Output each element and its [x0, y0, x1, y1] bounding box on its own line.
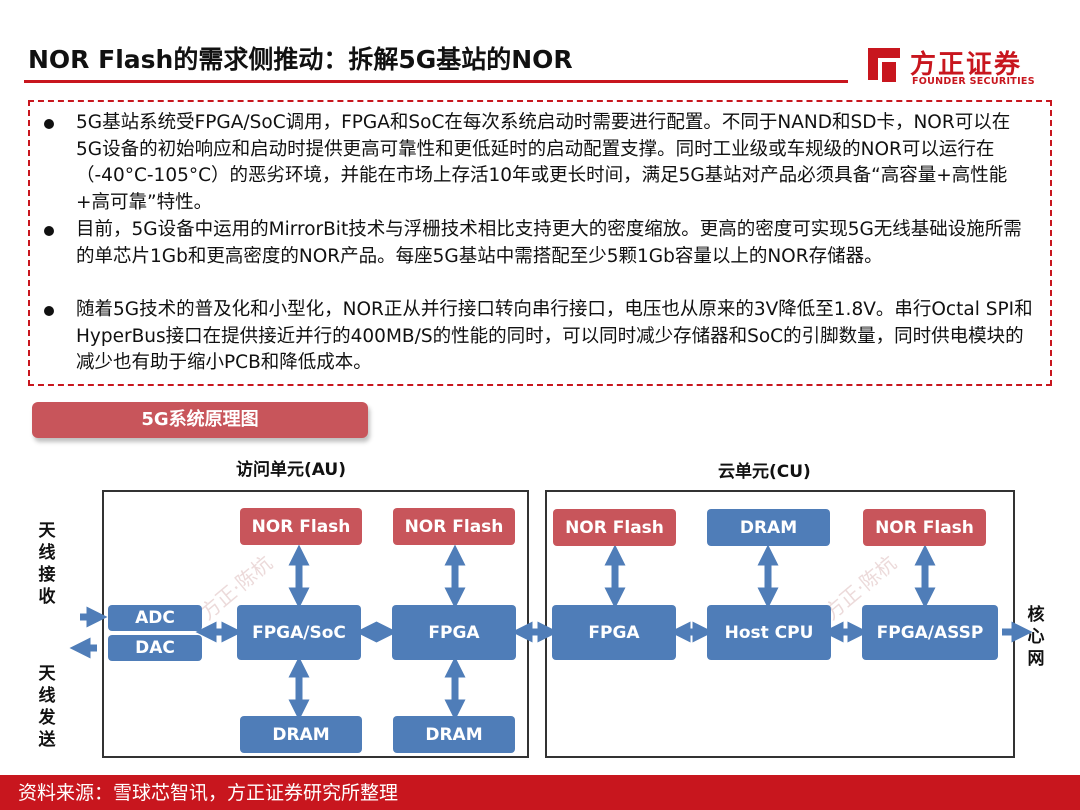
- antenna-receive-label: 天线接收: [38, 521, 56, 607]
- summary-box: 5G基站系统受FPGA/SoC调用，FPGA和SoC在每次系统启动时需要进行配置…: [28, 100, 1052, 386]
- diagram-section-title: 5G系统原理图: [32, 402, 368, 438]
- bullet-text: 目前，5G设备中运用的MirrorBit技术与浮栅技术相比支持更大的密度缩放。更…: [76, 219, 1022, 267]
- cu-fpga-assp: FPGA/ASSP: [862, 605, 998, 660]
- bullet-item: 5G基站系统受FPGA/SoC调用，FPGA和SoC在每次系统启动时需要进行配置…: [44, 110, 1034, 216]
- logo-name-en: FOUNDER SECURITIES: [912, 76, 1035, 87]
- au-fpga: FPGA: [392, 605, 516, 660]
- bullet-text: 5G基站系统受FPGA/SoC调用，FPGA和SoC在每次系统启动时需要进行配置…: [76, 112, 1011, 213]
- title-divider: [24, 80, 848, 83]
- source-note: 资料来源：雪球芯智讯，方正证券研究所整理: [18, 782, 399, 804]
- au-dram-2: DRAM: [393, 716, 515, 753]
- dac-block: DAC: [108, 635, 202, 661]
- antenna-transmit-label: 天线发送: [38, 664, 56, 750]
- bullet-item: 目前，5G设备中运用的MirrorBit技术与浮栅技术相比支持更大的密度缩放。更…: [44, 217, 1034, 270]
- page-title: NOR Flash的需求侧推动：拆解5G基站的NOR: [28, 45, 573, 74]
- bullet-item: 随着5G技术的普及化和小型化，NOR正从并行接口转向串行接口，电压也从原来的3V…: [44, 297, 1034, 377]
- cu-dram: DRAM: [707, 509, 830, 546]
- cu-nor-flash-1: NOR Flash: [553, 509, 676, 546]
- au-label: 访问单元(AU): [236, 460, 346, 480]
- bullet-dot-icon: [44, 306, 54, 316]
- cu-host-cpu: Host CPU: [707, 605, 831, 660]
- cu-label: 云单元(CU): [718, 462, 811, 482]
- bullet-dot-icon: [44, 226, 54, 236]
- bullet-dot-icon: [44, 119, 54, 129]
- founder-logo-icon: [868, 48, 900, 82]
- au-nor-flash-2: NOR Flash: [393, 508, 515, 545]
- au-nor-flash-1: NOR Flash: [240, 508, 362, 545]
- adc-block: ADC: [108, 605, 202, 631]
- cu-nor-flash-2: NOR Flash: [863, 509, 986, 546]
- bullet-text: 随着5G技术的普及化和小型化，NOR正从并行接口转向串行接口，电压也从原来的3V…: [76, 299, 1033, 373]
- au-dram-1: DRAM: [240, 716, 362, 753]
- footer-bar: 资料来源：雪球芯智讯，方正证券研究所整理: [0, 775, 1080, 810]
- au-fpga-soc: FPGA/SoC: [237, 605, 361, 660]
- logo-name-cn: 方正证券: [910, 50, 1023, 80]
- cu-fpga: FPGA: [552, 605, 676, 660]
- founder-logo: 方正证券 FOUNDER SECURITIES: [862, 42, 1052, 92]
